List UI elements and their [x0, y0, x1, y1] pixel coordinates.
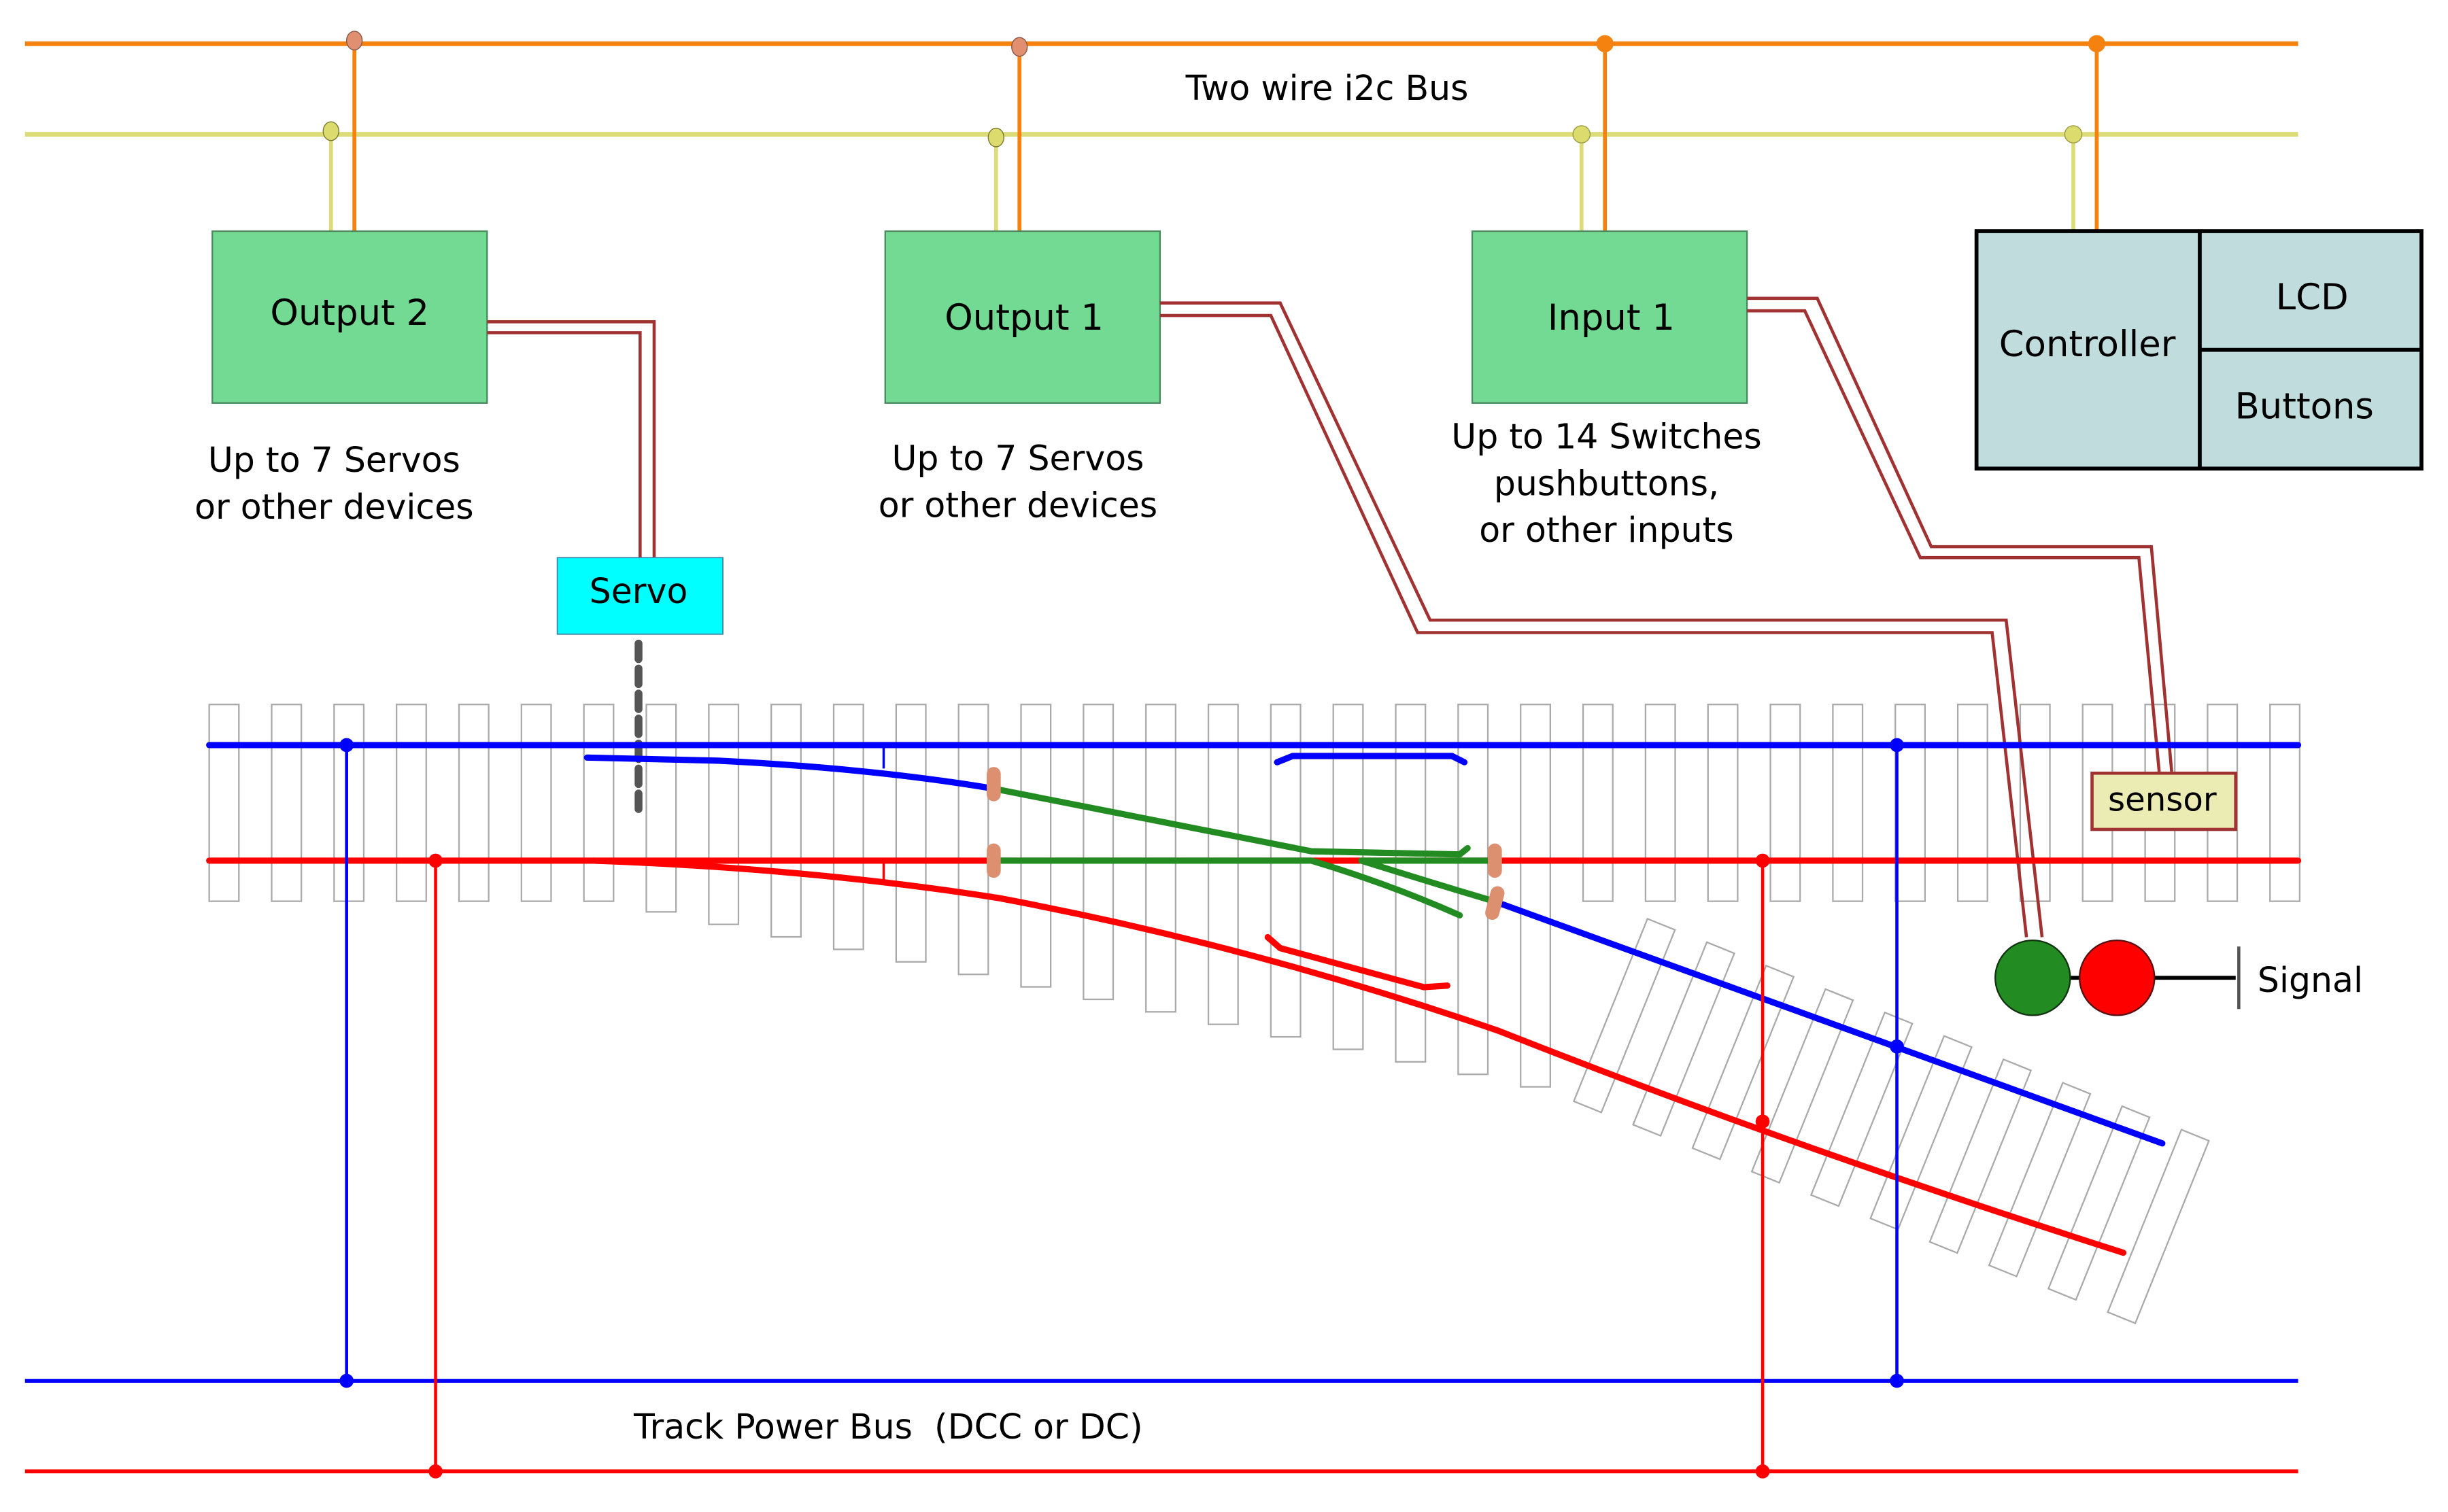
signal-label: Signal	[2258, 960, 2363, 1000]
output1-caption-line2: or other devices	[879, 485, 1157, 525]
output2-label: Output 2	[270, 292, 429, 334]
output2-caption-line1: Up to 7 Servos	[208, 440, 460, 480]
i2c-bus-label: Two wire i2c Bus	[1185, 68, 1469, 108]
input1-module[interactable]: Input 1	[1471, 230, 1748, 404]
output1-caption-line1: Up to 7 Servos	[891, 439, 1144, 479]
tie	[208, 704, 240, 902]
output1-module[interactable]: Output 1	[884, 230, 1161, 404]
data-tap-output1	[987, 127, 1004, 148]
tie	[1632, 941, 1735, 1137]
output1-label: Output 1	[945, 297, 1104, 339]
bus-taps	[322, 31, 2106, 235]
tie	[1020, 704, 1052, 988]
closure-rail-red	[590, 857, 2127, 1256]
tie	[708, 704, 740, 925]
signal-red-lamp	[2079, 939, 2156, 1016]
tie	[1707, 704, 1739, 902]
clock-tap-input1	[1596, 35, 1614, 52]
frog	[991, 785, 1497, 918]
wire-output1-signal	[1159, 301, 2044, 938]
tie	[1207, 704, 1239, 1025]
diverging-rail-blue	[1491, 898, 2166, 1147]
data-tap-controller	[2064, 125, 2083, 143]
wire-output2-servo	[487, 320, 656, 563]
track-power-bus-label: Track Power Bus (DCC or DC)	[633, 1407, 1143, 1447]
straight-track-ties	[208, 704, 2301, 1088]
output2-caption-line2: or other devices	[194, 487, 473, 527]
servo[interactable]: Servo	[556, 557, 724, 635]
data-tap-input1	[1572, 125, 1591, 143]
input1-caption-line2: pushbuttons,	[1494, 463, 1719, 503]
servo-label: Servo	[590, 571, 688, 611]
tie	[520, 704, 552, 902]
input1-caption-line1: Up to 14 Switches	[1451, 416, 1761, 456]
output2-module[interactable]: Output 2	[211, 230, 488, 404]
tie	[2047, 1105, 2151, 1301]
tie	[957, 704, 989, 976]
tie	[1520, 704, 1551, 1088]
insulator	[1488, 843, 1502, 878]
guard-rail-blue	[1274, 753, 1468, 766]
tie	[1832, 704, 1864, 902]
lcd-label: LCD	[2276, 277, 2349, 318]
insulated-joiners	[987, 767, 1505, 921]
tie	[583, 704, 615, 902]
tie	[1894, 704, 1926, 902]
input1-label: Input 1	[1548, 297, 1675, 339]
tie	[1582, 704, 1614, 902]
tie	[458, 704, 490, 902]
tie	[2269, 704, 2301, 902]
guard-rail-red	[1264, 933, 1450, 991]
tie	[1572, 917, 1676, 1114]
wire-input1-sensor	[1747, 296, 2173, 772]
tie	[1769, 704, 1801, 902]
point-rail-blue	[583, 754, 998, 792]
input1-caption-line3: or other inputs	[1479, 510, 1733, 550]
feeder-wires	[339, 738, 1904, 1479]
tie	[770, 704, 802, 938]
data-tap-output2	[322, 121, 339, 141]
signal[interactable]: Signal	[1994, 939, 2363, 1016]
clock-tap-controller	[2088, 35, 2106, 52]
sensor[interactable]: sensor	[2090, 771, 2238, 831]
tie	[1928, 1058, 2033, 1254]
tie	[2107, 1129, 2210, 1324]
tie	[645, 704, 677, 913]
clock-tap-output1	[1011, 37, 1028, 57]
tie	[396, 704, 427, 902]
insulator	[987, 767, 1001, 802]
tie	[333, 704, 365, 902]
controller-module[interactable]: Controller LCD Buttons	[1974, 229, 2424, 471]
insulator	[1485, 886, 1505, 921]
tie	[1988, 1082, 2092, 1277]
controller-label: Controller	[1999, 324, 2176, 365]
tie	[271, 704, 303, 902]
tie	[1956, 704, 1988, 902]
insulator	[987, 843, 1001, 878]
signal-green-lamp	[1994, 939, 2071, 1016]
tie	[832, 704, 864, 950]
tie	[1644, 704, 1676, 902]
clock-tap-output2	[346, 31, 363, 51]
buttons-label: Buttons	[2235, 386, 2374, 428]
sensor-label: sensor	[2108, 780, 2217, 819]
tie	[1083, 704, 1115, 1001]
